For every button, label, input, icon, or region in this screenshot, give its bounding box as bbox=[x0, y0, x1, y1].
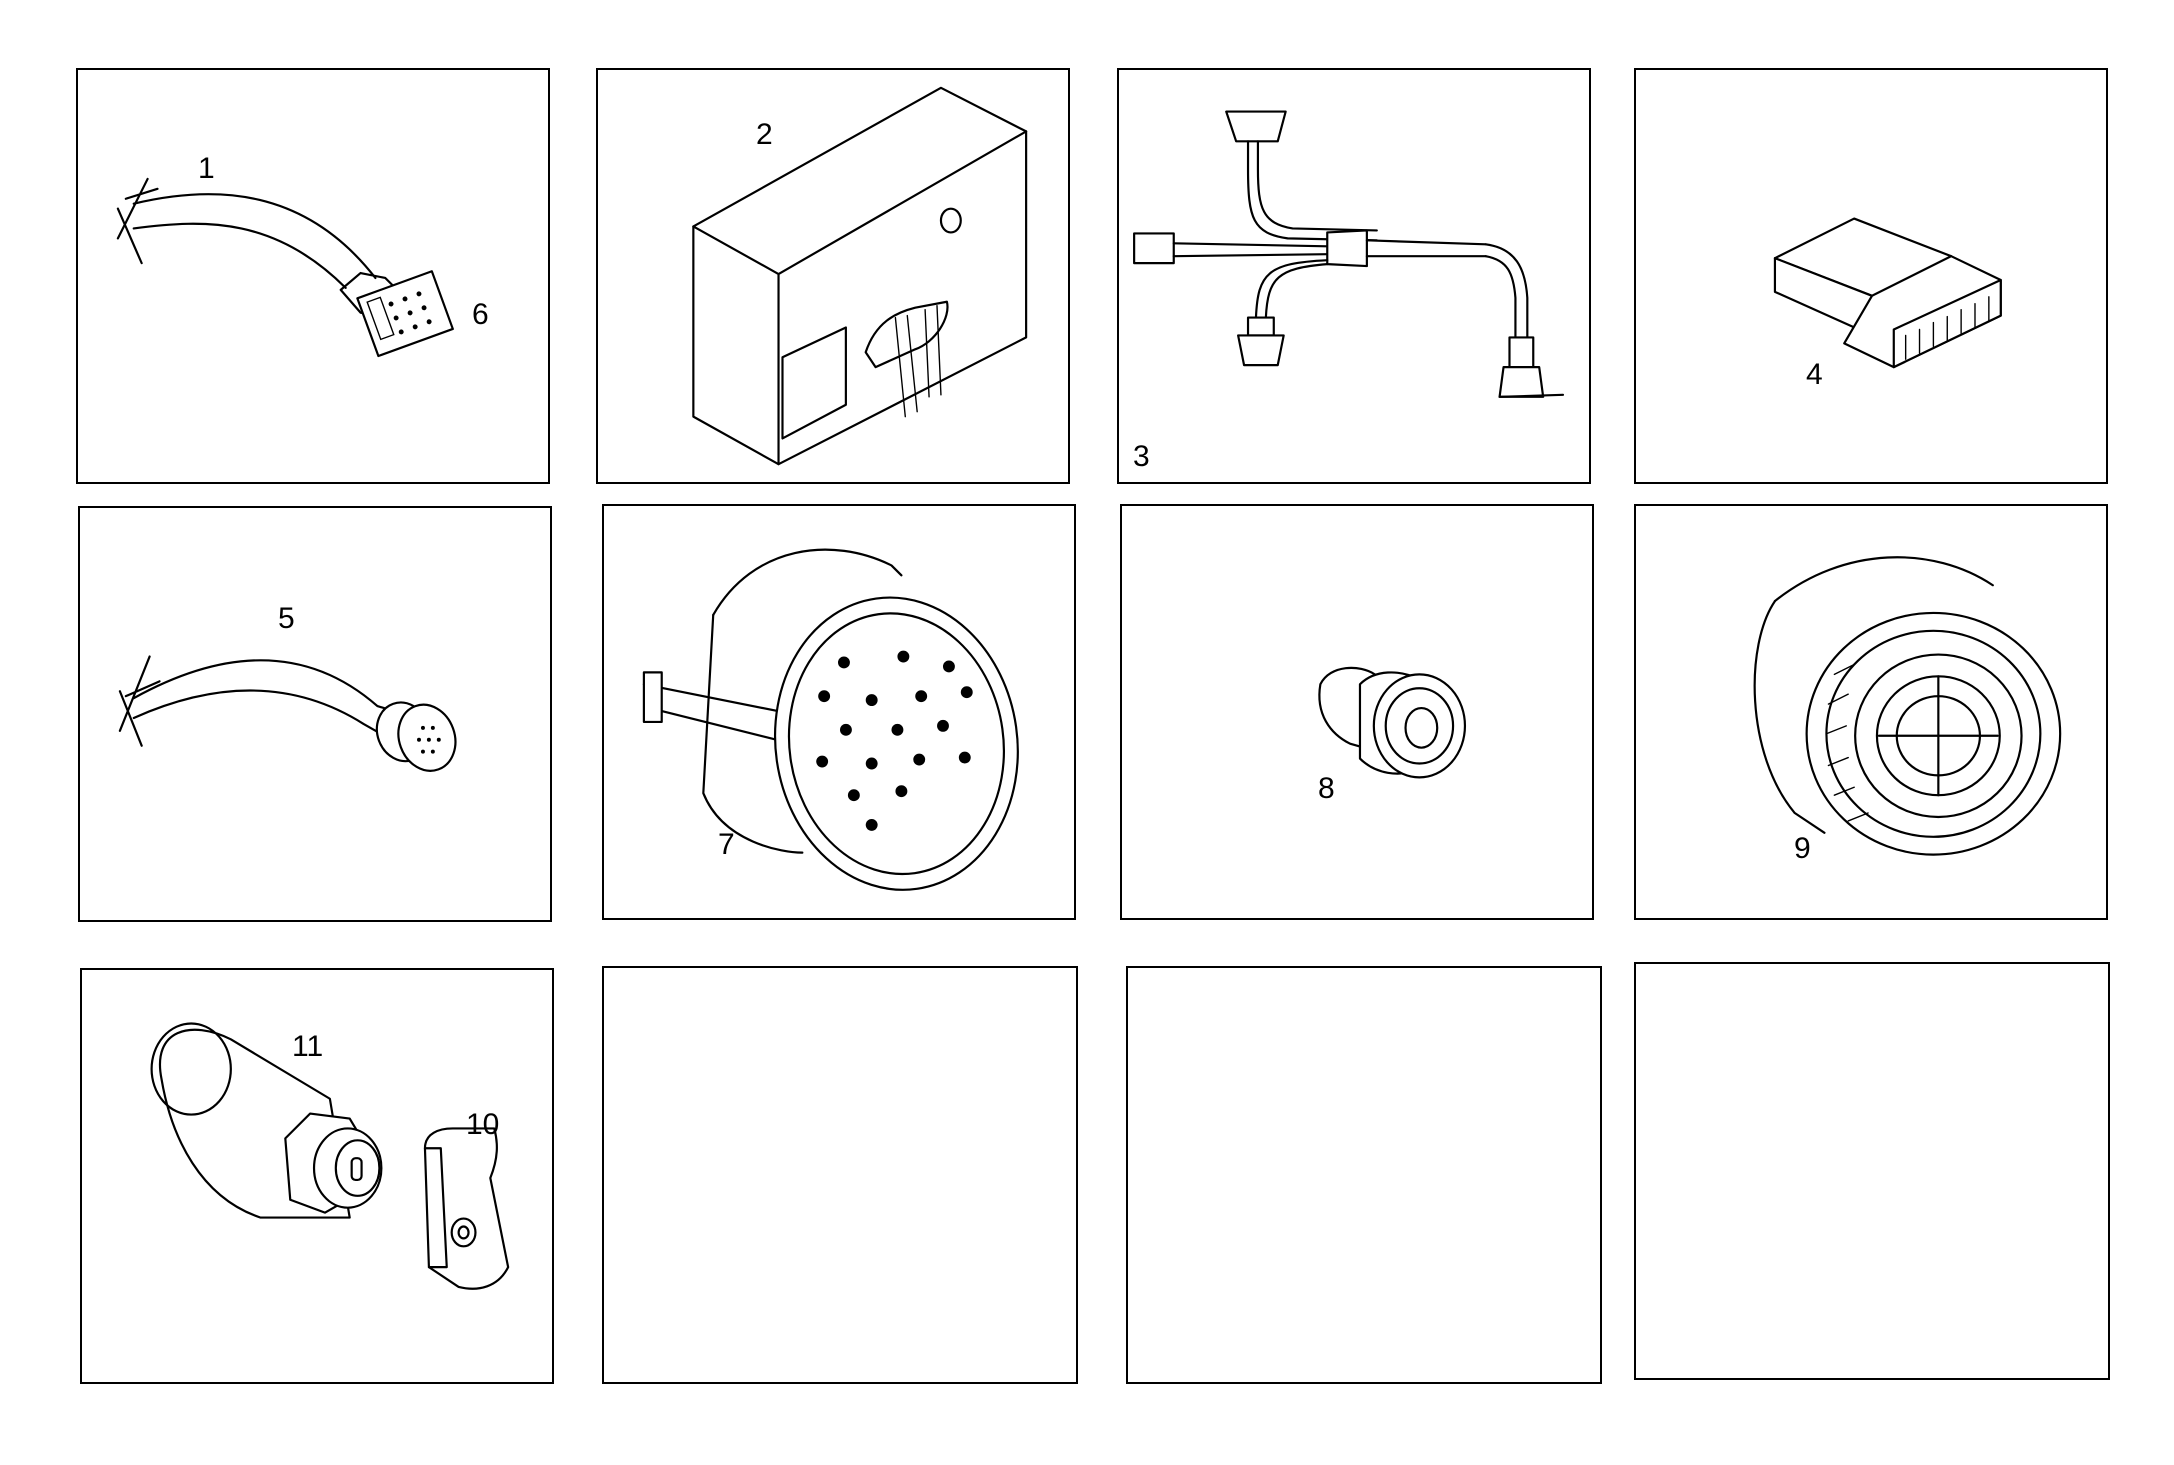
wiring-harness-drawing bbox=[1133, 110, 1565, 398]
panel-cable-connector-1: 1 6 bbox=[76, 68, 550, 484]
sounder-drawing bbox=[1753, 556, 2062, 856]
panel-empty bbox=[1634, 962, 2110, 1380]
callout-label: 9 bbox=[1794, 832, 1811, 865]
callout-label: 8 bbox=[1318, 772, 1335, 805]
panel-control-box-2: 2 bbox=[596, 68, 1070, 484]
callout-label: 7 bbox=[718, 828, 735, 861]
callout-label: 2 bbox=[756, 118, 773, 151]
control-box-drawing bbox=[692, 86, 1028, 466]
panel-empty bbox=[602, 966, 1078, 1384]
callout-label: 11 bbox=[292, 1030, 324, 1063]
panel-empty bbox=[1126, 966, 1602, 1384]
connector-block-drawing bbox=[1773, 217, 2002, 369]
panel-lock-switch-10-11: 11 10 bbox=[80, 968, 554, 1384]
callout-label: 3 bbox=[1133, 440, 1150, 473]
buzzer-drawing bbox=[642, 548, 1019, 891]
panel-wiring-harness-3: 3 bbox=[1117, 68, 1591, 484]
panel-sounder-9: 9 bbox=[1634, 504, 2108, 920]
callout-label: 6 bbox=[472, 298, 489, 331]
callout-label: 1 bbox=[198, 152, 215, 185]
panel-connector-block-4: 4 bbox=[1634, 68, 2108, 484]
callout-label: 4 bbox=[1806, 358, 1823, 391]
lock-switch-drawing bbox=[150, 1022, 510, 1290]
callout-label: 5 bbox=[278, 602, 295, 635]
panel-plug-8: 8 bbox=[1120, 504, 1594, 920]
plug-drawing bbox=[1318, 666, 1467, 779]
callout-label: 10 bbox=[466, 1108, 500, 1141]
panel-cable-round-connector-5: 5 bbox=[78, 506, 552, 922]
panel-buzzer-7: 7 bbox=[602, 504, 1076, 920]
round-connector-cable-drawing bbox=[118, 655, 457, 772]
cable-connector-drawing bbox=[116, 177, 454, 358]
